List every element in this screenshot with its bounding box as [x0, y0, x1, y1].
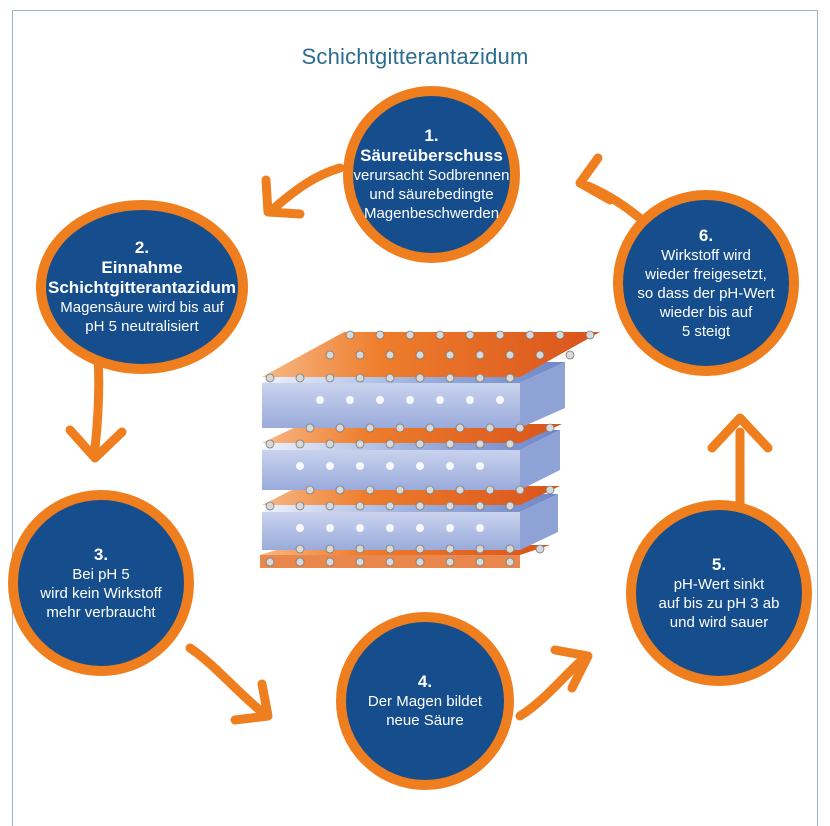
step-6-line-2: wieder freigesetzt,	[645, 265, 767, 283]
step-2-heading-1: Einnahme	[101, 258, 183, 277]
step-3-circle: 3. Bei pH 5 wird kein Wirkstoff mehr ver…	[8, 490, 194, 676]
step-2-heading-2: Schichtgitterantazidum	[48, 278, 236, 297]
step-6-line-1: Wirkstoff wird	[661, 246, 751, 264]
step-6-line-3: so dass der pH-Wert	[637, 284, 775, 302]
step-3-line-1: Bei pH 5	[72, 565, 130, 583]
step-6-line-5: 5 steigt	[681, 322, 731, 340]
step-5-circle: 5. pH-Wert sinkt auf bis zu pH 3 ab und …	[626, 500, 812, 686]
step-5-line-1: pH-Wert sinkt	[673, 575, 765, 593]
arrow-4-to-5	[515, 655, 587, 721]
arrow-1-to-2	[267, 163, 345, 215]
step-2-number: 2.	[134, 238, 150, 257]
step-4-line-2: neue Säure	[386, 712, 464, 729]
step-3-line-2: wird kein Wirkstoff	[40, 584, 162, 602]
step-5-line-3: und wird sauer	[669, 613, 769, 631]
step-1-number: 1.	[424, 126, 439, 145]
step-6-circle: 6. Wirkstoff wird wieder freigesetzt, so…	[613, 190, 799, 376]
step-1-heading: Säureüberschuss	[360, 146, 503, 165]
step-2-line-2: pH 5 neutralisiert	[85, 318, 199, 335]
step-1-line-2: und säurebedingte	[369, 186, 494, 203]
diagram-title: Schichtgitterantazidum	[301, 44, 529, 69]
arrow-3-to-4-head	[230, 679, 273, 725]
arrow-2-to-3	[90, 353, 104, 453]
step-3-number: 3.	[93, 544, 109, 564]
step-3-line-3: mehr verbraucht	[46, 603, 156, 621]
step-2-circle: 2. Einnahme Schichtgitterantazidum Magen…	[36, 200, 248, 374]
step-4-line-1: Der Magen bildet	[367, 693, 483, 710]
step-1-line-3: Magenbeschwerden	[363, 205, 500, 222]
step-5-number: 5.	[711, 554, 727, 574]
step-6-line-4: wieder bis auf	[659, 303, 753, 321]
layered-double-hydroxide-icon	[260, 330, 600, 568]
arrow-5-to-6-head	[707, 413, 773, 453]
step-1-circle: 1. Säureüberschuss verursacht Sodbrennen…	[343, 86, 520, 263]
step-5-line-2: auf bis zu pH 3 ab	[658, 594, 780, 612]
step-2-line-1: Magensäure wird bis auf	[60, 299, 224, 316]
step-1-line-1: verursacht Sodbrennen	[353, 167, 510, 184]
arrow-4-to-5-head	[550, 645, 593, 693]
step-4-circle: 4. Der Magen bildet neue Säure	[336, 612, 514, 790]
step-4-number: 4.	[417, 672, 433, 691]
arrow-6-to-1-head	[575, 153, 615, 205]
arrow-2-to-3-head	[65, 425, 127, 463]
step-6-number: 6.	[698, 225, 714, 245]
arrow-3-to-4	[185, 643, 267, 717]
arrow-1-to-2-head	[261, 175, 305, 219]
